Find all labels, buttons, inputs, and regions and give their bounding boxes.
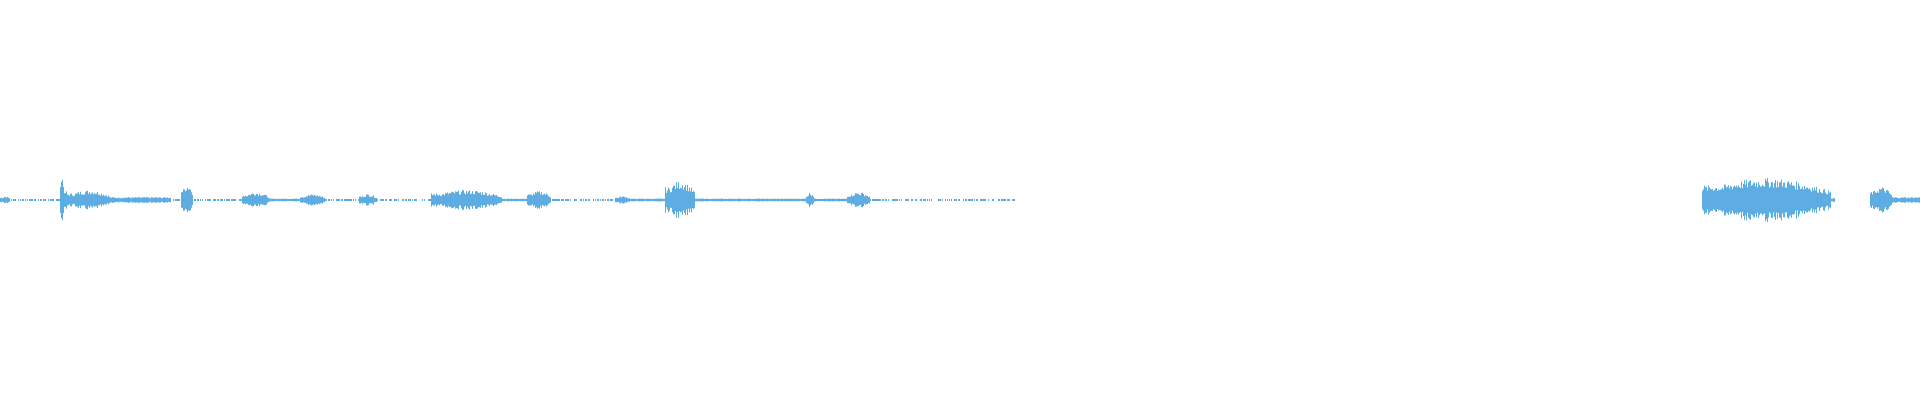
waveform-path <box>0 178 1920 222</box>
